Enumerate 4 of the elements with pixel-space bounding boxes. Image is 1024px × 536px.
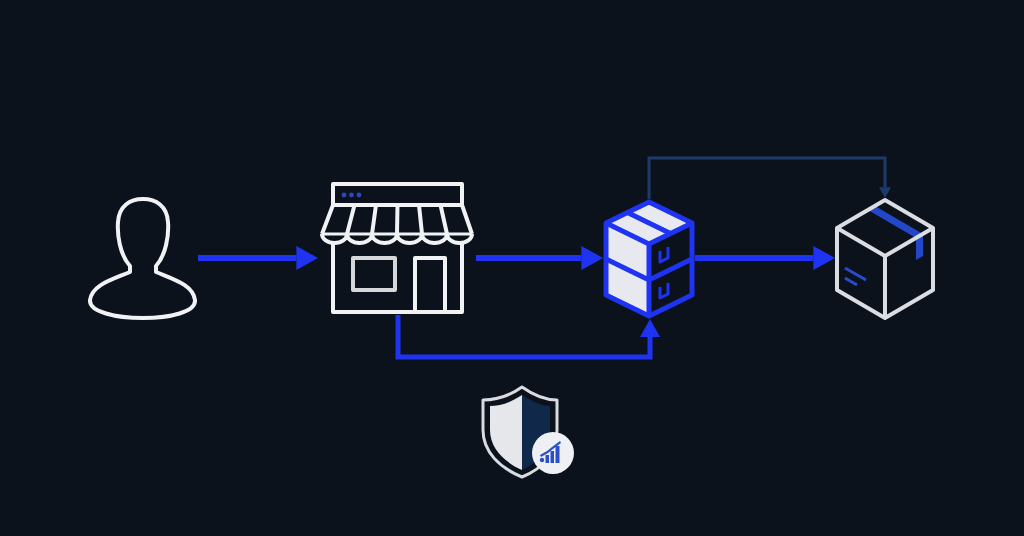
arrow bbox=[695, 246, 835, 270]
elbow-arrow bbox=[395, 315, 660, 360]
arrow bbox=[476, 246, 603, 270]
elbow-arrow bbox=[647, 156, 891, 199]
